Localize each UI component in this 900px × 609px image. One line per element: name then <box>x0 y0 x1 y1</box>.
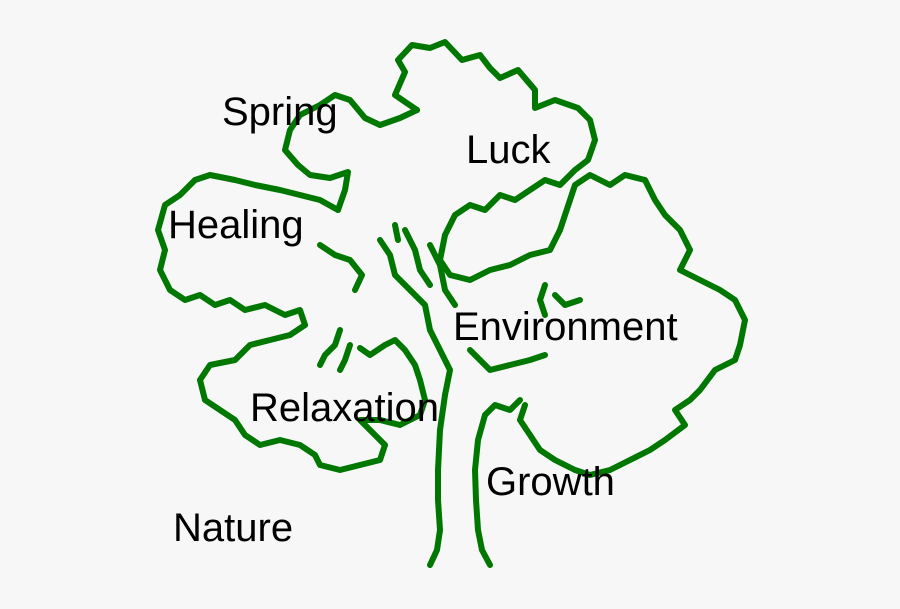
word-relaxation: Relaxation <box>250 386 440 430</box>
word-spring: Spring <box>222 90 338 134</box>
word-growth: Growth <box>486 460 615 504</box>
word-luck: Luck <box>466 128 551 172</box>
word-healing: Healing <box>168 203 304 247</box>
word-environment: Environment <box>453 305 678 349</box>
word-nature: Nature <box>173 506 294 550</box>
